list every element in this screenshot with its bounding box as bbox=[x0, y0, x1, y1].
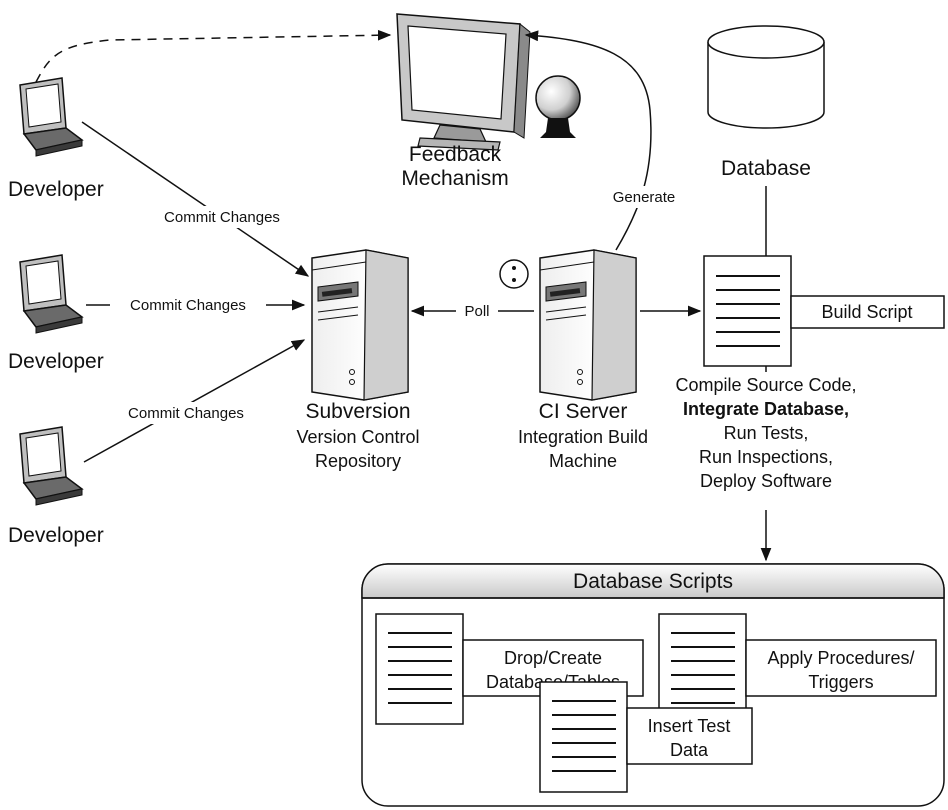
build-script-label: Build Script bbox=[821, 302, 912, 322]
generate-label-bg bbox=[602, 186, 686, 208]
build-script-document bbox=[703, 255, 792, 367]
apply-procedures-line2: Triggers bbox=[808, 672, 873, 692]
apply-procedures-label-box bbox=[745, 639, 937, 697]
insert-test-data-label-box bbox=[626, 707, 753, 765]
developer-laptop-2 bbox=[19, 254, 84, 334]
subversion-title: Subversion bbox=[305, 400, 410, 423]
commit-label-3-bg bbox=[108, 402, 264, 424]
drop-create-script-document bbox=[375, 613, 464, 725]
build-step-2: Integrate Database, bbox=[683, 399, 849, 419]
commit-arrow-3 bbox=[83, 339, 306, 463]
developer-label-1: Developer bbox=[8, 178, 104, 201]
clock-icon bbox=[499, 259, 529, 289]
commit-label-1: Commit Changes bbox=[164, 209, 280, 226]
generate-label: Generate bbox=[613, 189, 676, 206]
ci-server-icon bbox=[539, 249, 637, 401]
drop-create-line1: Drop/Create bbox=[504, 648, 602, 668]
build-step-3: Run Tests, bbox=[724, 423, 809, 443]
apply-procedures-line1: Apply Procedures/ bbox=[767, 648, 914, 668]
script-doc-lines bbox=[671, 632, 735, 704]
commit-label-2-bg bbox=[110, 294, 266, 316]
script-doc-lines bbox=[388, 632, 452, 704]
ci-server-line2: Machine bbox=[549, 451, 617, 471]
insert-test-data-line1: Insert Test bbox=[648, 716, 731, 736]
database-cylinder-icon bbox=[707, 25, 825, 129]
commit-label-2: Commit Changes bbox=[130, 297, 246, 314]
build-script-label-box bbox=[790, 295, 945, 329]
database-label: Database bbox=[721, 157, 811, 180]
commit-label-3: Commit Changes bbox=[128, 405, 244, 422]
developer-laptop-1 bbox=[19, 77, 84, 157]
build-script-doc-lines bbox=[716, 275, 780, 347]
build-step-4: Run Inspections, bbox=[699, 447, 833, 467]
developer-laptop-3 bbox=[19, 426, 84, 506]
laptop-icon bbox=[19, 426, 84, 506]
developer-label-2: Developer bbox=[8, 350, 104, 373]
generate-arrow bbox=[524, 30, 652, 251]
feedback-label-line2: Mechanism bbox=[401, 167, 508, 190]
commit-arrow-1 bbox=[81, 121, 310, 277]
subversion-server-icon bbox=[311, 249, 409, 401]
ci-server-line1: Integration Build bbox=[518, 427, 648, 447]
feedback-dashed-arrow bbox=[35, 29, 392, 83]
script-doc-lines bbox=[552, 700, 616, 772]
laptop-icon bbox=[19, 77, 84, 157]
subversion-line1: Version Control bbox=[296, 427, 419, 447]
light-bulb-icon bbox=[535, 75, 581, 138]
ci-server-title: CI Server bbox=[539, 400, 628, 423]
feedback-label-line1: Feedback bbox=[409, 143, 502, 166]
build-step-5: Deploy Software bbox=[700, 471, 832, 491]
database-scripts-panel bbox=[361, 563, 945, 807]
commit-label-1-bg bbox=[146, 206, 298, 228]
insert-test-data-script-document bbox=[539, 681, 628, 793]
subversion-line2: Repository bbox=[315, 451, 401, 471]
laptop-icon bbox=[19, 254, 84, 334]
insert-test-data-line2: Data bbox=[670, 740, 709, 760]
build-step-1: Compile Source Code, bbox=[675, 375, 856, 395]
poll-label: Poll bbox=[464, 303, 489, 320]
developer-label-3: Developer bbox=[8, 524, 104, 547]
monitor-icon bbox=[396, 13, 531, 151]
poll-label-bg bbox=[456, 300, 498, 322]
database-scripts-title: Database Scripts bbox=[573, 570, 733, 593]
